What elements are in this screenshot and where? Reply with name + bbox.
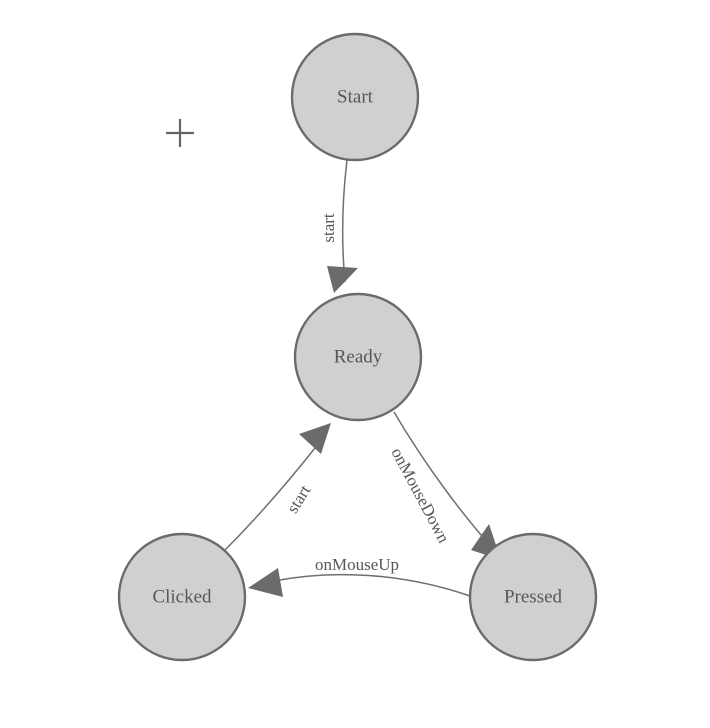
edge-clicked-to-ready[interactable]: start — [223, 423, 331, 552]
plus-marker-icon[interactable] — [166, 119, 194, 147]
node-start[interactable]: Start — [290, 32, 420, 162]
edge-label-pressed-to-clicked: onMouseUp — [315, 555, 399, 574]
node-label-clicked: Clicked — [152, 586, 212, 607]
edge-label-start-to-ready: start — [319, 213, 338, 243]
node-label-pressed: Pressed — [504, 586, 563, 607]
node-label-ready: Ready — [334, 346, 383, 367]
arrowhead-icon — [248, 568, 283, 597]
edge-line — [341, 159, 348, 283]
node-shape — [468, 532, 598, 662]
node-shape — [117, 532, 247, 662]
node-clicked[interactable]: Clicked — [117, 532, 247, 662]
node-shape — [290, 32, 420, 162]
edge-ready-to-pressed[interactable]: onMouseDown — [387, 411, 501, 560]
edge-start-to-ready[interactable]: start — [319, 159, 358, 293]
edge-line — [273, 573, 471, 597]
edge-label-ready-to-pressed: onMouseDown — [387, 445, 453, 547]
edge-label-clicked-to-ready: start — [283, 481, 315, 516]
node-label-start: Start — [337, 86, 374, 107]
arrowhead-icon — [299, 423, 331, 454]
edge-line — [223, 447, 316, 552]
arrowhead-icon — [327, 266, 358, 293]
edge-pressed-to-clicked[interactable]: onMouseUp — [248, 555, 471, 597]
node-layer: Start Ready Clicked Pressed — [117, 32, 598, 662]
node-ready[interactable]: Ready — [293, 292, 423, 422]
node-shape — [293, 292, 423, 422]
node-pressed[interactable]: Pressed — [468, 532, 598, 662]
